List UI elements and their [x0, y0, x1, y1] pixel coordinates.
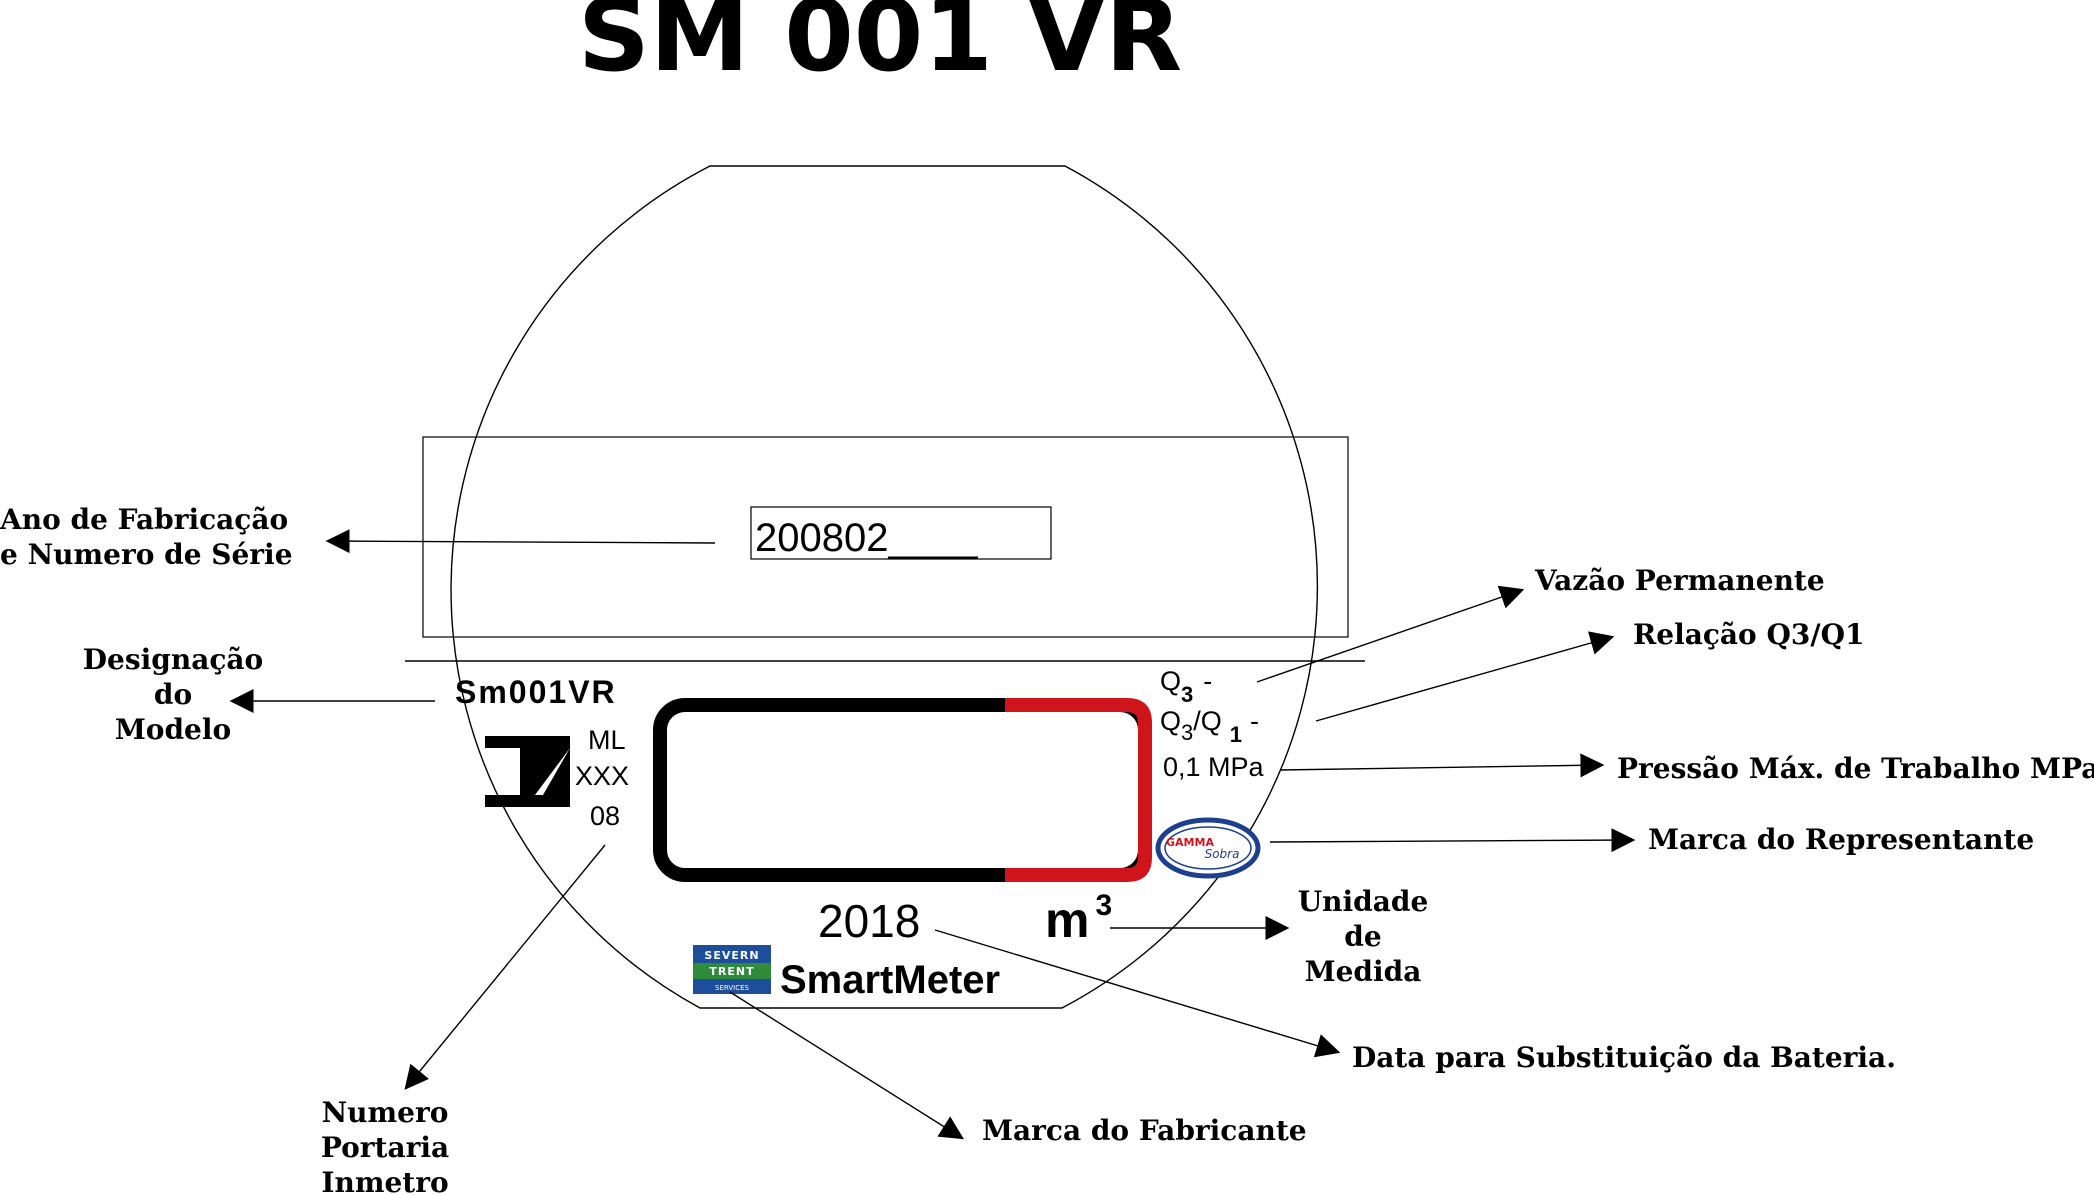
arrow-ano [325, 529, 716, 554]
serial-display-panel [422, 436, 1349, 638]
arrow-data-bateria [934, 929, 1341, 1058]
callout-numero-line2: Portaria [321, 1131, 449, 1164]
callout-unidade-line2: de [1344, 920, 1381, 953]
callout-unidade-line3: Medida [1305, 955, 1422, 988]
battery-year: 2018 [818, 895, 920, 947]
inmetro-xxx: XXX [575, 761, 629, 791]
callout-relacao: Relação Q3/Q1 [1633, 618, 1864, 651]
representative-logo-subtext: Sobra [1205, 847, 1240, 861]
callout-ano-line2: e Numero de Série [0, 538, 293, 571]
callout-marca-representante: Marca do Representante [1648, 823, 2034, 856]
q3-label: Q3- [1160, 666, 1212, 707]
inmetro-ml: ML [588, 725, 626, 755]
counter-window [653, 698, 1152, 882]
counter-red-section [1005, 698, 1152, 882]
arrow-marca-fabricante [729, 991, 965, 1140]
callout-vazao: Vazão Permanente [1534, 564, 1825, 597]
inmetro-08: 08 [590, 801, 620, 831]
callout-marca-fabricante: Marca do Fabricante [982, 1114, 1307, 1147]
callout-numero-line1: Numero [322, 1096, 449, 1129]
arrow-numero [404, 844, 606, 1090]
callout-designacao-line3: Modelo [115, 713, 231, 746]
arrow-vazao [1256, 585, 1525, 683]
representative-logo-text: GAMMA [1166, 836, 1214, 849]
callout-ano-line1: Ano de Fabricação [0, 503, 288, 536]
page-title: SM 001 VR [578, 0, 1182, 94]
serial-number: 200802____ [755, 516, 978, 560]
representative-logo-icon: GAMMA Sobra [1155, 817, 1261, 879]
dial-outline [450, 165, 1319, 1009]
manufacturer-logo-line3: SERVICES [715, 984, 750, 992]
callout-designacao-line1: Designação [83, 643, 263, 676]
callout-designacao-line2: do [154, 678, 192, 711]
manufacturer-logo-line2: TRENT [709, 965, 754, 978]
manufacturer-logo-icon: SEVERN TRENT SERVICES [693, 945, 771, 994]
callout-pressao: Pressão Máx. de Trabalho MPa [1617, 752, 2094, 785]
callout-numero-line3: Inmetro [321, 1166, 448, 1195]
pressure-value: 0,1 MPa [1163, 752, 1265, 782]
model-designation: Sm001VR [455, 674, 617, 710]
product-name: SmartMeter [780, 958, 1000, 1002]
callout-unidade-line1: Unidade [1298, 885, 1429, 918]
manufacturer-logo-line1: SEVERN [704, 949, 759, 962]
arrow-marca-representante [1269, 828, 1636, 853]
serial-number-blanks: ____ [887, 516, 978, 560]
arrow-pressao [1279, 753, 1605, 778]
serial-number-box [750, 506, 1052, 560]
callout-data-bateria: Data para Substituição da Bateria. [1352, 1041, 1896, 1074]
inmetro-logo-icon [485, 736, 570, 807]
arrow-relacao [1315, 631, 1615, 722]
